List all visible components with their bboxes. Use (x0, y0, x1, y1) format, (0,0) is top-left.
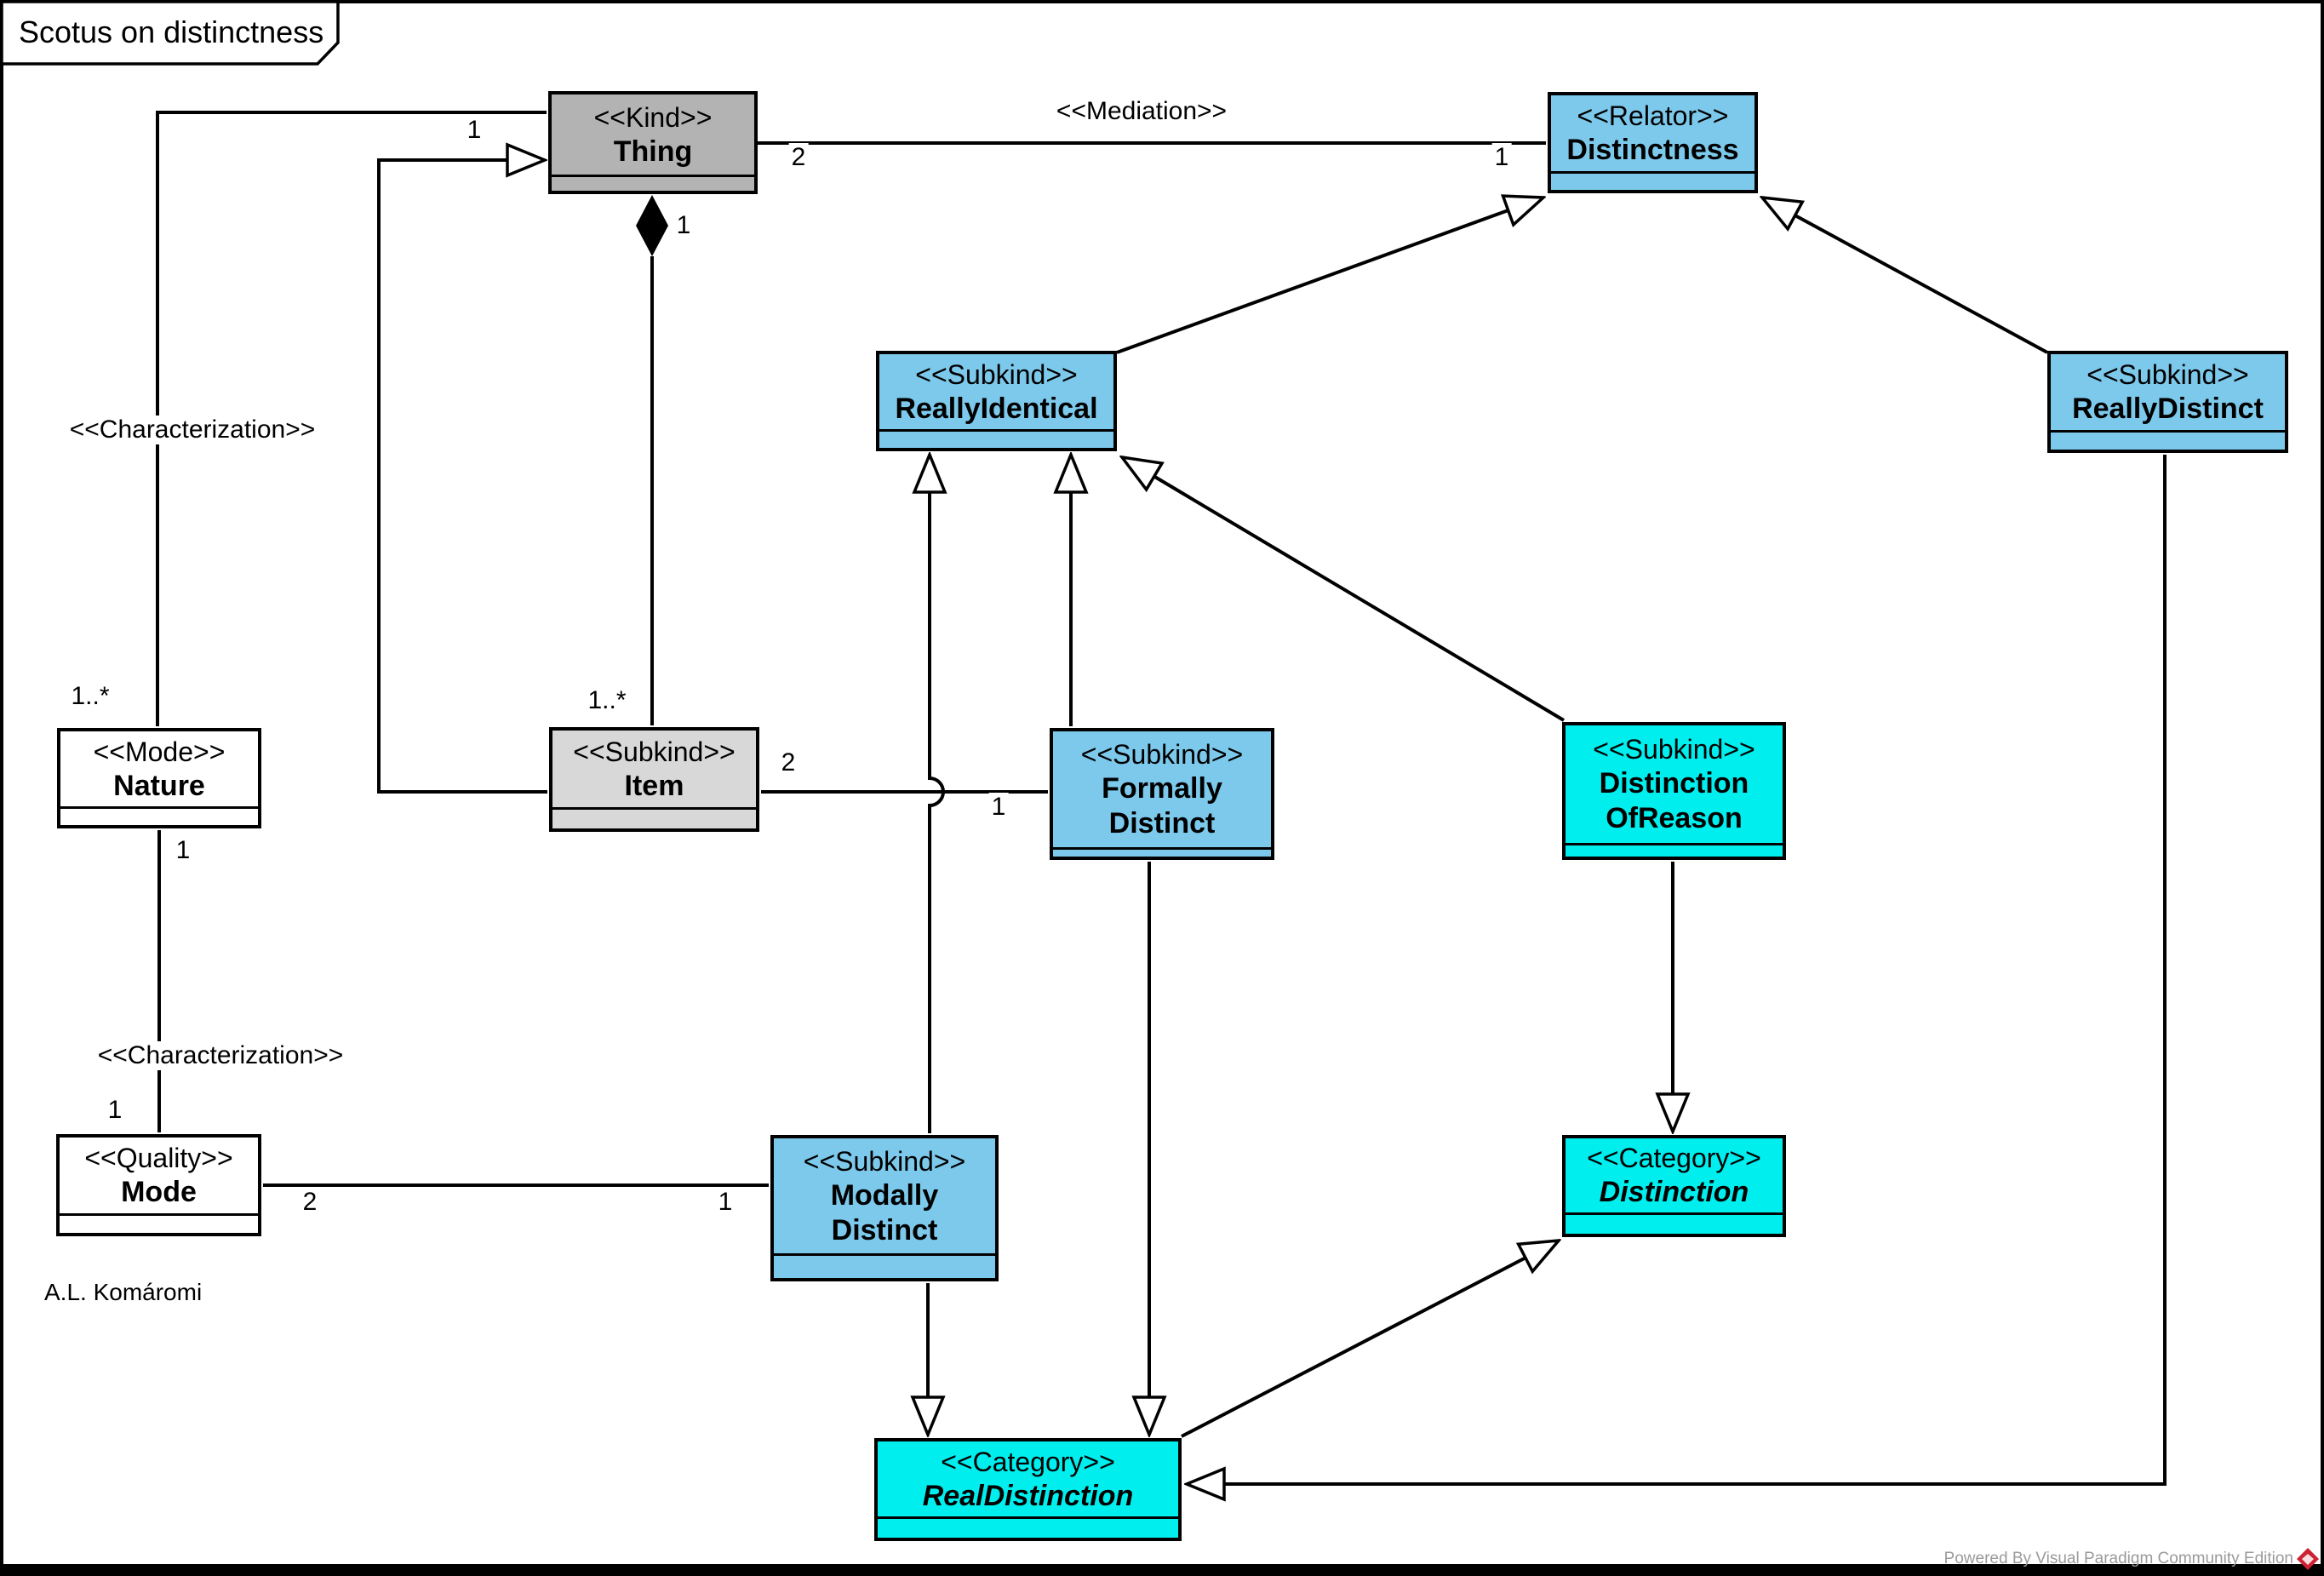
multiplicity-item-right: 2 (778, 748, 799, 777)
attributes-compartment (60, 1213, 258, 1233)
class-nature[interactable]: <<Mode>> Nature (57, 728, 261, 828)
multiplicity-mode-upper: 1 (105, 1096, 125, 1125)
class-stereotype: <<Subkind>> (1593, 734, 1755, 765)
class-name: Mode (121, 1176, 197, 1209)
attributes-compartment (1053, 847, 1271, 857)
attributes-compartment (1566, 843, 1783, 857)
class-stereotype: <<Subkind>> (803, 1145, 966, 1177)
class-stereotype: <<Category>> (1587, 1143, 1761, 1174)
multiplicity-nature-upper: 1..* (68, 682, 112, 711)
edge-generalization-item-thing (377, 160, 547, 794)
mediation-label: <<Mediation>> (1053, 97, 1230, 126)
multiplicity-item-upper: 1..* (585, 686, 629, 715)
class-name: ReallyDistinct (2072, 393, 2264, 426)
class-stereotype: <<Subkind>> (2086, 359, 2249, 391)
diagram-title-tab (0, 0, 340, 66)
multiplicity-thing-mediation: 2 (788, 143, 809, 172)
class-modally-distinct[interactable]: <<Subkind>> Modally Distinct (770, 1135, 999, 1281)
class-name: ReallyIdentical (895, 392, 1098, 425)
attributes-compartment (879, 429, 1113, 448)
characterization-label-upper: <<Characterization>> (66, 415, 318, 444)
diagram-title: Scotus on distinctness (19, 14, 324, 49)
edge-generalization-reallydistinct-realdistinction (1187, 455, 2167, 1484)
attributes-compartment (1566, 1212, 1783, 1234)
multiplicity-distinctness-mediation: 1 (1491, 143, 1512, 172)
attributes-compartment (552, 175, 754, 191)
multiplicity-modallydistinct-left: 1 (715, 1188, 736, 1217)
class-distinction-of-reason[interactable]: <<Subkind>> Distinction OfReason (1562, 722, 1786, 860)
class-item[interactable]: <<Subkind>> Item (549, 727, 759, 832)
attributes-compartment (60, 806, 258, 825)
edge-generalization-reallydistinct-distinctness (1762, 198, 2048, 354)
class-stereotype: <<Mode>> (93, 736, 226, 767)
class-name: Formally Distinct (1102, 772, 1222, 840)
class-really-distinct[interactable]: <<Subkind>> ReallyDistinct (2047, 351, 2288, 453)
visual-paradigm-logo-icon (2297, 1548, 2319, 1570)
class-stereotype: <<Subkind>> (1080, 739, 1244, 771)
class-stereotype: <<Quality>> (84, 1143, 233, 1174)
class-thing[interactable]: <<Kind>> Thing (548, 91, 758, 194)
class-real-distinction[interactable]: <<Category>> RealDistinction (874, 1438, 1182, 1541)
edge-characterization-nature-thing (156, 111, 547, 726)
multiplicity-mode-right: 2 (300, 1188, 320, 1217)
composition-diamond-icon (636, 195, 668, 256)
class-distinction[interactable]: <<Category>> Distinction (1562, 1135, 1786, 1237)
edge-generalization-realdistinction-distinction (1181, 1241, 1559, 1438)
class-stereotype: <<Kind>> (593, 101, 713, 133)
attributes-compartment (878, 1516, 1178, 1538)
attributes-compartment (1551, 171, 1754, 190)
class-stereotype: <<Subkind>> (573, 736, 736, 767)
multiplicity-nature-lower: 1 (173, 836, 193, 865)
class-name: Item (624, 769, 684, 802)
class-name: Distinctness (1566, 134, 1739, 167)
edge-generalization-modallydistinct-reallyidentical (930, 455, 943, 1133)
class-formally-distinct[interactable]: <<Subkind>> Formally Distinct (1050, 728, 1274, 860)
class-really-identical[interactable]: <<Subkind>> ReallyIdentical (876, 351, 1117, 451)
edge-generalization-distinctionofreason-reallyidentical (1122, 457, 1566, 722)
class-name: Modally Distinct (830, 1178, 939, 1246)
class-name: RealDistinction (922, 1479, 1134, 1512)
multiplicity-thing-composition: 1 (673, 211, 694, 240)
attributes-compartment (2051, 430, 2285, 450)
attributes-compartment (774, 1253, 995, 1278)
class-name: Thing (613, 135, 693, 168)
class-stereotype: <<Relator>> (1577, 100, 1729, 132)
class-distinctness[interactable]: <<Relator>> Distinctness (1548, 92, 1758, 193)
multiplicity-thing-characterization: 1 (464, 116, 484, 145)
edge-generalization-reallyidentical-distinctness (1116, 198, 1543, 354)
class-stereotype: <<Subkind>> (915, 358, 1078, 390)
class-name: Distinction OfReason (1599, 767, 1749, 834)
class-name: Nature (113, 769, 205, 802)
diagram-frame-bottom-bar (2, 1564, 2322, 1574)
class-stereotype: <<Category>> (941, 1446, 1115, 1477)
class-mode[interactable]: <<Quality>> Mode (56, 1134, 261, 1236)
characterization-label-lower: <<Characterization>> (94, 1041, 346, 1070)
watermark-label: Powered By Visual Paradigm Community Edi… (1943, 1550, 2293, 1567)
author-label: A.L. Komáromi (44, 1279, 203, 1305)
class-name: Distinction (1599, 1176, 1749, 1209)
multiplicity-formallydistinct-left: 1 (988, 793, 1009, 822)
attributes-compartment (552, 807, 756, 828)
